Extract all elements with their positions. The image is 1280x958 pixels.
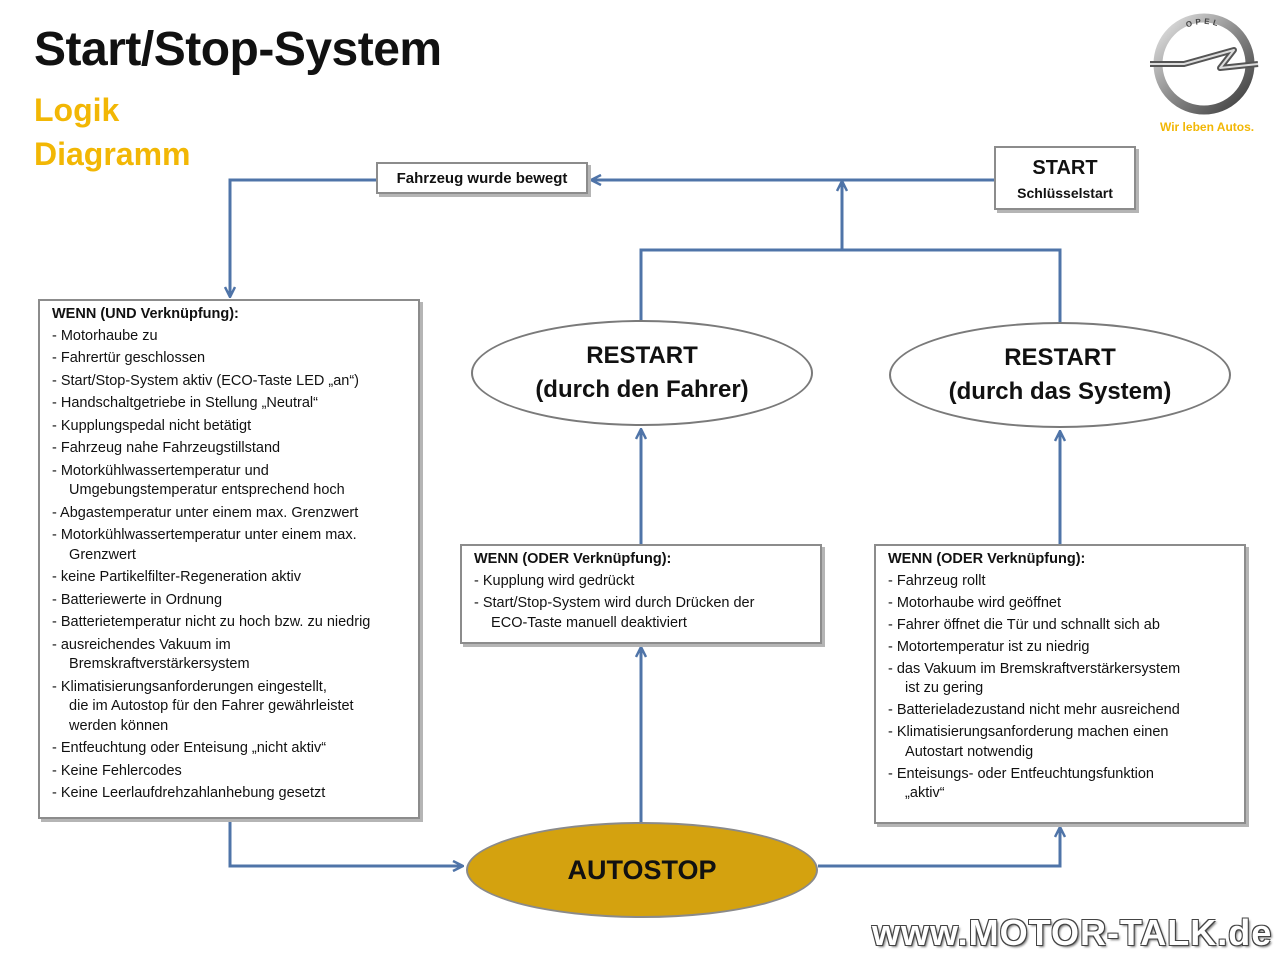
condition-item: - Enteisungs- oder Entfeuchtungsfunktion… [888, 765, 1154, 802]
node-vehicle-moved: Fahrzeug wurde bewegt [376, 162, 588, 194]
condition-item: - Keine Fehlercodes [52, 762, 182, 779]
node-autostop: AUTOSTOP [466, 822, 818, 918]
condition-item: - Klimatisierungsanforderungen eingestel… [52, 678, 354, 734]
condition-item: - Entfeuchtung oder Enteisung „nicht akt… [52, 740, 327, 756]
conditions-and-box: WENN (UND Verknüpfung): - Motorhaube zu -… [38, 299, 420, 819]
node-restart-driver-line2: (durch den Fahrer) [535, 376, 749, 403]
conditions-or-driver-header: WENN (ODER Verknüpfung): [474, 551, 672, 567]
condition-item: - ausreichendes Vakuum im Bremskraftvers… [52, 636, 250, 673]
node-start-subtitle: Schlüsselstart [1017, 185, 1113, 201]
condition-item: - Batterietemperatur nicht zu hoch bzw. … [52, 614, 371, 630]
node-restart-system-line1: RESTART [1004, 344, 1116, 371]
condition-item: - Klimatisierungsanforderung machen eine… [888, 724, 1169, 760]
condition-item: - das Vakuum im Bremskraftverstärkersyst… [888, 660, 1181, 697]
page-title: Start/Stop-System [34, 23, 442, 76]
page-subtitle-logik: Logik [34, 92, 120, 128]
condition-item: - Motorkühlwassertemperatur unter einem … [52, 527, 357, 563]
arrow-moved-to-conditions [230, 178, 376, 296]
condition-item: - Kupplungspedal nicht betätigt [52, 417, 252, 434]
condition-item: - Keine Leerlaufdrehzahlanhebung gesetzt [52, 785, 326, 801]
node-restart-system: RESTART (durch das System) [889, 322, 1231, 428]
condition-item: - Motorhaube wird geöffnet [888, 594, 1062, 611]
condition-item: - Start/Stop-System wird durch Drücken d… [474, 595, 755, 631]
condition-item: - Fahrzeug nahe Fahrzeugstillstand [52, 440, 281, 456]
condition-item: - Start/Stop-System aktiv (ECO-Taste LED… [52, 372, 359, 389]
condition-item: - Motortemperatur ist zu niedrig [888, 638, 1090, 655]
arrow-restarts-to-merge [639, 248, 1062, 322]
conditions-or-driver-box: WENN (ODER Verknüpfung): - Kupplung wird… [460, 544, 822, 644]
conditions-or-system-header: WENN (ODER Verknüpfung): [888, 551, 1086, 567]
node-restart-system-line2: (durch das System) [948, 378, 1172, 405]
condition-item: - Fahrer öffnet die Tür und schnallt sic… [888, 616, 1160, 633]
condition-item: - Batteriewerte in Ordnung [52, 591, 223, 608]
condition-item: - keine Partikelfilter-Regeneration akti… [52, 569, 302, 585]
brand-slogan: Wir leben Autos. [1160, 120, 1255, 134]
condition-item: - Motorhaube zu [52, 327, 158, 344]
watermark: www.MOTOR-TALK.de [872, 912, 1273, 953]
node-restart-driver-line1: RESTART [586, 342, 698, 369]
condition-item: - Handschaltgetriebe in Stellung „Neutra… [52, 395, 318, 411]
node-autostop-label: AUTOSTOP [567, 855, 717, 885]
arrow-autostop-to-oder2 [818, 828, 1060, 868]
condition-item: - Fahrertür geschlossen [52, 350, 206, 366]
condition-item: - Kupplung wird gedrückt [474, 572, 635, 589]
node-restart-driver: RESTART (durch den Fahrer) [471, 320, 813, 426]
page-subtitle-diagramm: Diagramm [34, 136, 191, 172]
conditions-or-system-box: WENN (ODER Verknüpfung): - Fahrzeug roll… [874, 544, 1246, 824]
condition-item: - Motorkühlwassertemperatur und Umgebung… [52, 462, 345, 499]
condition-item: - Abgastemperatur unter einem max. Grenz… [52, 504, 359, 521]
opel-logo-icon: OPEL [1150, 13, 1259, 115]
svg-text:OPEL: OPEL [1185, 17, 1222, 30]
node-start-title: START [1032, 157, 1098, 179]
arrow-conditions-to-autostop [228, 819, 462, 866]
condition-item: - Batterieladezustand nicht mehr ausreic… [888, 702, 1180, 718]
condition-item: - Fahrzeug rollt [888, 572, 986, 589]
conditions-and-header: WENN (UND Verknüpfung): [52, 306, 239, 322]
node-start: START Schlüsselstart [994, 146, 1136, 210]
